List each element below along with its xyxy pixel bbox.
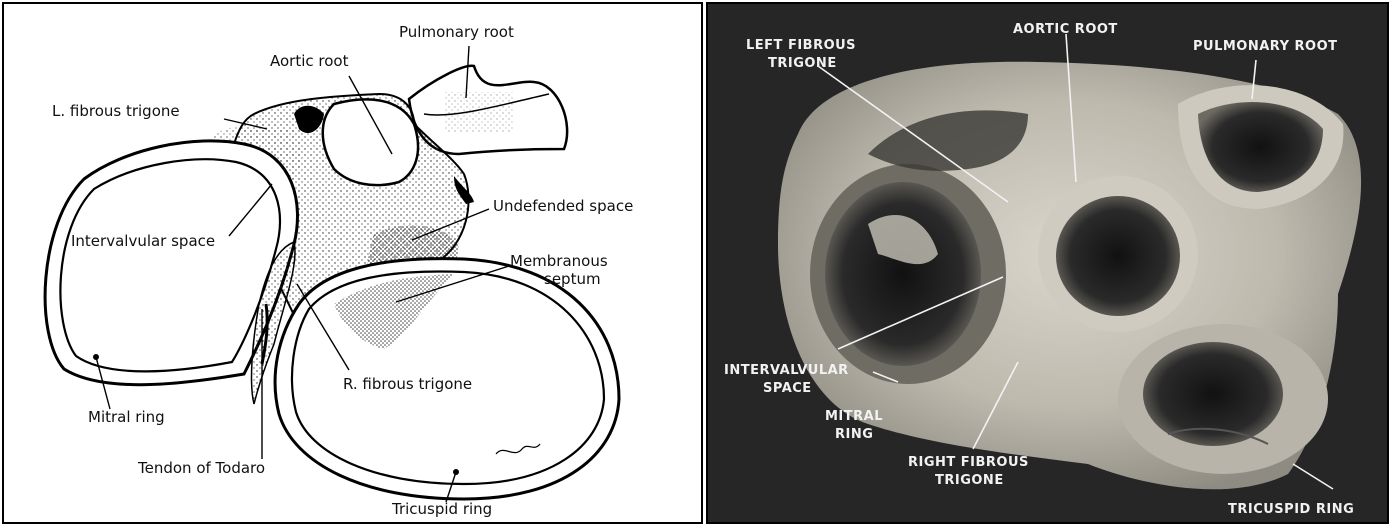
mitral-orifice xyxy=(810,164,1006,384)
specimen-photo-panel: LEFT FIBROUS TRIGONE AORTIC ROOT PULMONA… xyxy=(706,2,1389,524)
label-right-fibrous-trigone-line1: RIGHT FIBROUS xyxy=(908,455,1029,470)
fibrous-skeleton-drawing: Pulmonary root Aortic root L. fibrous tr… xyxy=(4,4,703,524)
label-left-fibrous-trigone-line1: LEFT FIBROUS xyxy=(746,38,856,53)
label-intervalvular-space-line1: INTERVALVULAR xyxy=(724,363,849,378)
label-aortic-root: Aortic root xyxy=(270,52,349,70)
label-intervalvular-space-line2: SPACE xyxy=(763,381,812,396)
label-undefended-space: Undefended space xyxy=(493,197,633,215)
label-intervalvular-space: Intervalvular space xyxy=(71,232,215,250)
label-pulmonary-root: Pulmonary root xyxy=(399,23,514,41)
label-tendon-of-todaro: Tendon of Todaro xyxy=(137,459,265,477)
label-mitral-ring-line2: RING xyxy=(835,427,873,442)
label-r-fibrous-trigone: R. fibrous trigone xyxy=(343,375,472,393)
label-pulmonary-root: PULMONARY ROOT xyxy=(1193,39,1338,54)
label-tricuspid-ring: Tricuspid ring xyxy=(391,500,492,518)
label-right-fibrous-trigone-line2: TRIGONE xyxy=(935,473,1004,488)
label-left-fibrous-trigone-line2: TRIGONE xyxy=(768,56,837,71)
tricuspid-orifice xyxy=(1118,324,1328,474)
label-membranous-septum-line2: septum xyxy=(544,270,601,288)
label-l-fibrous-trigone: L. fibrous trigone xyxy=(52,102,180,120)
label-tricuspid-ring: TRICUSPID RING xyxy=(1228,502,1354,517)
aortic-orifice xyxy=(1038,176,1198,332)
label-membranous-septum-line1: Membranous xyxy=(510,252,608,270)
anatomical-drawing-panel: Pulmonary root Aortic root L. fibrous tr… xyxy=(2,2,703,524)
label-aortic-root: AORTIC ROOT xyxy=(1013,22,1118,37)
label-mitral-ring: Mitral ring xyxy=(88,408,165,426)
specimen-photograph: LEFT FIBROUS TRIGONE AORTIC ROOT PULMONA… xyxy=(708,4,1389,524)
label-mitral-ring-line1: MITRAL xyxy=(825,409,883,424)
